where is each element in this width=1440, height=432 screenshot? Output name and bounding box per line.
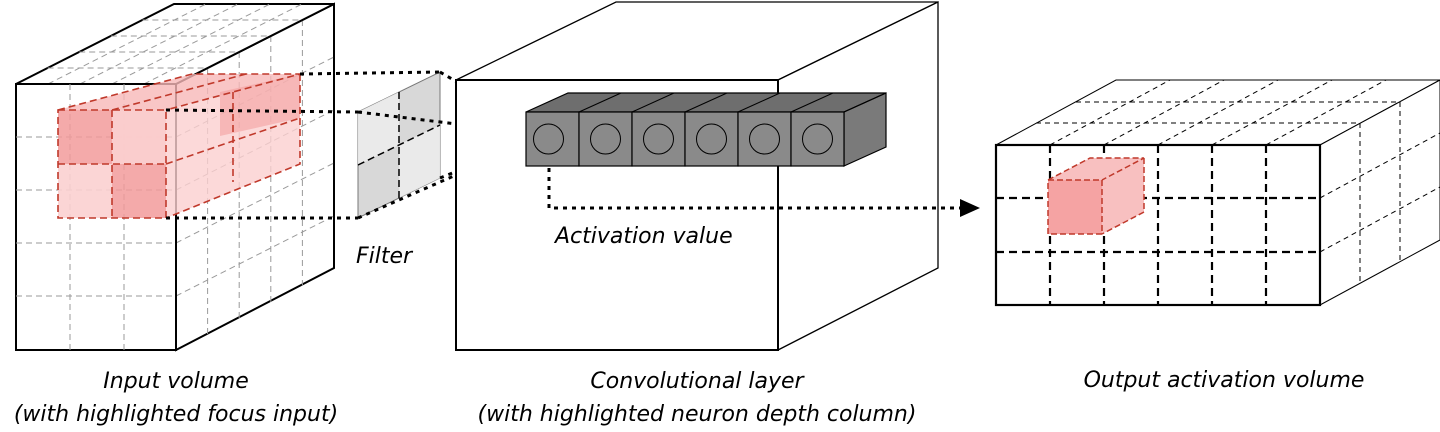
neuron-cell xyxy=(790,111,845,167)
neuron-top-divider xyxy=(578,92,622,113)
output-highlight xyxy=(1047,157,1145,235)
neuron-top-divider xyxy=(737,92,781,113)
neuron-circle xyxy=(696,123,727,155)
neuron-top-divider xyxy=(790,92,834,113)
neuron-circle xyxy=(590,123,621,155)
conv-layer-title: Convolutional layer xyxy=(590,369,804,394)
neuron-circle xyxy=(643,123,674,155)
filter-label: Filter xyxy=(356,244,413,269)
input-volume xyxy=(15,2,335,352)
neuron-top-divider xyxy=(843,92,887,113)
activation-arrow xyxy=(547,168,980,217)
conv-layer xyxy=(455,0,939,352)
neuron-circle xyxy=(533,123,564,155)
neuron-top-divider xyxy=(684,92,728,113)
neuron-depth-column xyxy=(525,92,887,167)
neuron-cell xyxy=(737,111,792,167)
neuron-circle xyxy=(802,123,833,155)
input-volume-subtitle: (with highlighted focus input) xyxy=(13,402,339,427)
output-volume xyxy=(994,79,1440,307)
input-volume-title: Input volume xyxy=(103,369,249,394)
neuron-circle xyxy=(749,123,780,155)
neuron-cell xyxy=(631,111,686,167)
filter xyxy=(357,71,441,219)
neuron-cell xyxy=(684,111,739,167)
output-volume-title: Output activation volume xyxy=(1083,368,1365,393)
activation-value-label: Activation value xyxy=(555,224,733,249)
neuron-cell xyxy=(578,111,633,167)
conv-layer-subtitle: (with highlighted neuron depth column) xyxy=(477,402,917,427)
arrow-head xyxy=(960,199,980,217)
neuron-group xyxy=(525,92,887,167)
neuron-top-divider xyxy=(631,92,675,113)
